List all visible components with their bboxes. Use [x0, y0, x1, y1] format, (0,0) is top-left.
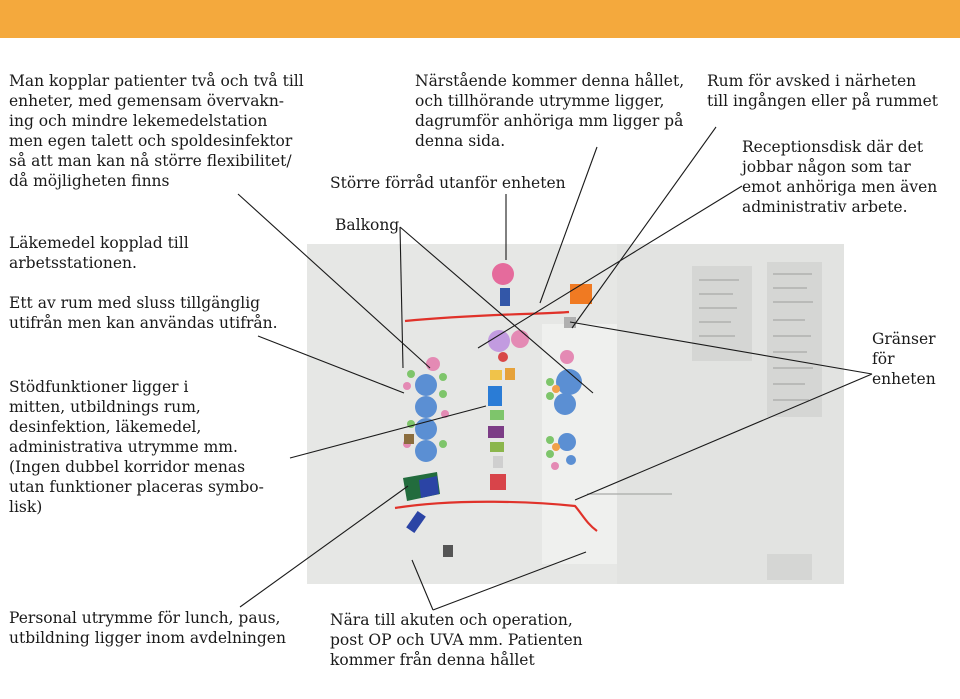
note-lock-room: Ett av rum med sluss tillgänglig utifrån… [9, 294, 278, 332]
note-emergency: Nära till akuten och operation, post OP … [330, 611, 583, 669]
note-storage: Större förråd utanför enheten [330, 174, 566, 192]
model-photo [307, 244, 844, 584]
note-staff-space: Personal utrymme för lunch, paus, utbild… [9, 609, 286, 647]
note-patient-pairs: Man kopplar patienter två och två till e… [9, 72, 304, 190]
note-relatives: Närstående kommer denna hållet, och till… [415, 72, 685, 150]
note-balcony: Balkong [335, 216, 400, 234]
model-layout [307, 244, 844, 584]
note-reception: Receptionsdisk där det jobbar någon som … [742, 138, 938, 216]
note-support-functions: Stödfunktioner ligger i mitten, utbildni… [9, 378, 264, 516]
header-bar [0, 0, 960, 38]
note-borders: Gränser för enheten [872, 330, 936, 388]
note-medicine: Läkemedel kopplad till arbetsstationen. [9, 234, 189, 272]
note-farewell-room: Rum för avsked i närheten till ingången … [707, 72, 938, 110]
